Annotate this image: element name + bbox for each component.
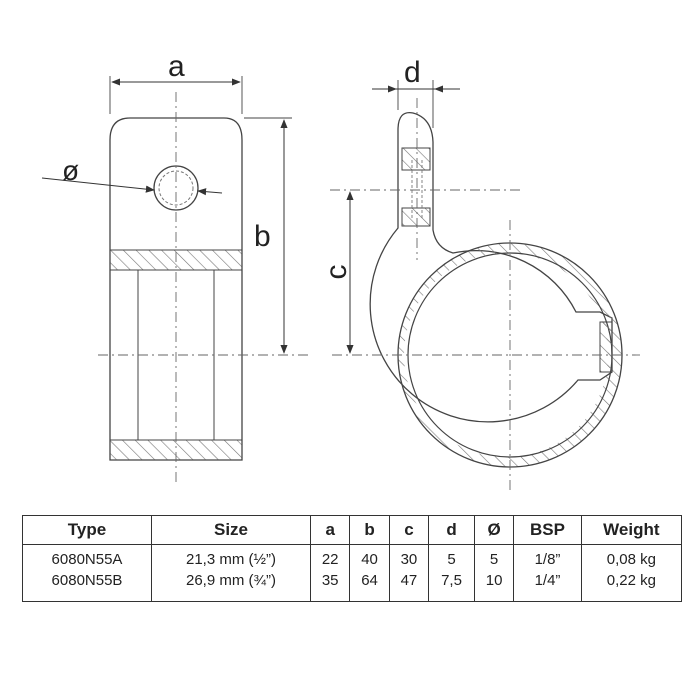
diameter-leader: [41, 177, 155, 193]
cell-diameter: 10: [473, 570, 515, 602]
header-bsp: BSP: [513, 515, 582, 545]
dimension-d-label: d: [404, 56, 421, 89]
header-diameter: Ø: [473, 515, 515, 545]
spec-table-header-row: Type Size a b c d Ø BSP Weight: [22, 515, 683, 545]
cell-type: 6080N55A: [22, 544, 152, 570]
cell-bsp: 1/8”: [513, 544, 582, 570]
spec-table: Type Size a b c d Ø BSP Weight 6080N55A …: [22, 515, 683, 602]
side-view-outline: [369, 111, 613, 423]
cell-a: 22: [309, 544, 351, 570]
header-b: b: [349, 515, 390, 545]
cell-diameter: 5: [473, 544, 515, 570]
cell-bsp: 1/4”: [513, 570, 582, 602]
dimension-b-label: b: [254, 220, 271, 253]
cell-a: 35: [309, 570, 351, 602]
technical-drawing: a b ø d c: [41, 50, 640, 490]
cell-size: 21,3 mm (½”): [151, 544, 311, 570]
dimension-c-label: c: [320, 265, 353, 280]
header-type: Type: [22, 515, 152, 545]
header-a: a: [309, 515, 351, 545]
table-row: 6080N55B 26,9 mm (¾”) 35 64 47 7,5 10 1/…: [22, 570, 683, 602]
cell-d: 7,5: [428, 570, 475, 602]
cell-b: 64: [349, 570, 390, 602]
front-view: a b ø: [41, 50, 310, 482]
dimension-a-label: a: [168, 50, 185, 83]
header-c: c: [388, 515, 430, 545]
table-row: 6080N55A 21,3 mm (½”) 22 40 30 5 5 1/8” …: [22, 544, 683, 570]
diameter-label: ø: [62, 155, 79, 186]
cell-weight: 0,08 kg: [580, 544, 683, 570]
cell-b: 40: [349, 544, 390, 570]
cell-d: 5: [428, 544, 475, 570]
cell-c: 47: [388, 570, 430, 602]
side-view: d c: [320, 56, 640, 490]
cell-type: 6080N55B: [22, 570, 152, 602]
header-size: Size: [151, 515, 311, 545]
header-weight: Weight: [580, 515, 683, 545]
front-view-outline: [109, 117, 243, 461]
side-hatch-ear: [401, 147, 431, 227]
side-hatch-boss: [599, 321, 613, 373]
cell-weight: 0,22 kg: [580, 570, 683, 602]
cell-c: 30: [388, 544, 430, 570]
cell-size: 26,9 mm (¾”): [151, 570, 311, 602]
header-d: d: [428, 515, 475, 545]
